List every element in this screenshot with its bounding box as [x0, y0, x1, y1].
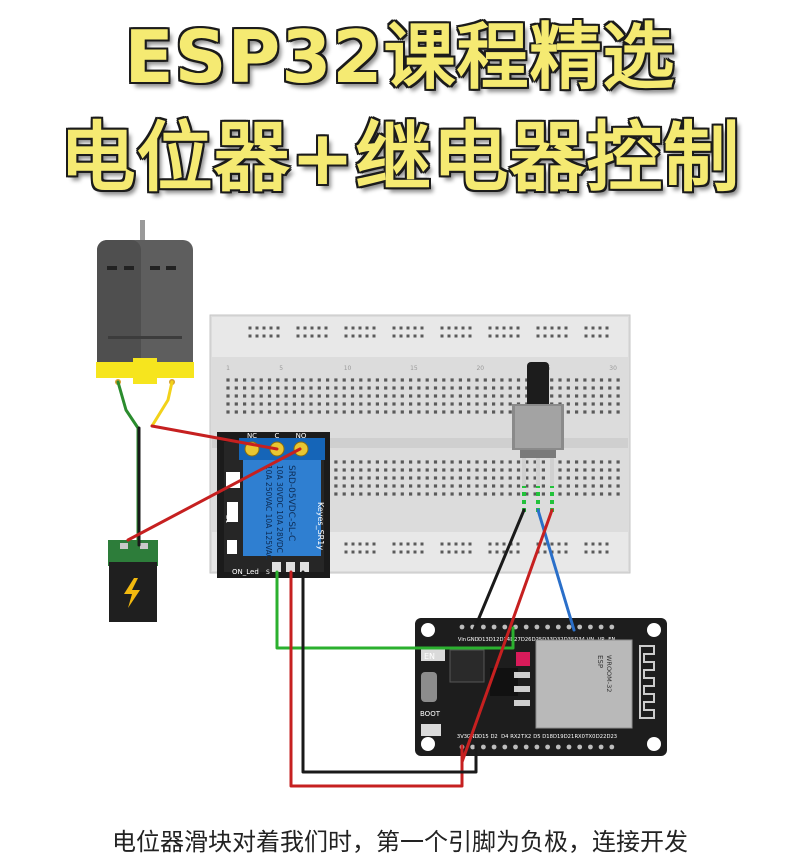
relay-d1-label: D1: [224, 515, 231, 524]
power-jack: [108, 540, 158, 622]
relay-module: NC C NO 10A 250VAC 10A 125VAC 10A 30VDC …: [217, 432, 330, 578]
breadboard-column-number: 15: [410, 365, 418, 372]
wires: [116, 380, 576, 788]
esp32-top-pin-label: D12: [489, 637, 500, 643]
esp32-wroom-module: [535, 639, 633, 729]
esp32-bottom-pins: [459, 744, 615, 750]
wire-relay-vcc: [289, 570, 464, 788]
wire-pot-vcc: [460, 508, 554, 764]
esp32-bottom-pin-label: RX2: [510, 734, 520, 740]
esp32-boot-label: BOOT: [420, 710, 441, 718]
relay-brand: Keyes_SR1y: [316, 502, 325, 550]
relay-terminal-c: C: [275, 432, 280, 440]
relay-pin-s: S: [266, 569, 270, 576]
esp32-bottom-pin-label: D2: [490, 734, 497, 740]
esp32-top-pins: [459, 624, 615, 630]
esp32-top-pin-label: Vin: [458, 637, 466, 643]
breadboard-column-number: 30: [609, 365, 617, 372]
title-line-1: ESP32课程精选: [124, 15, 676, 99]
esp32-module-text-1: ESP: [596, 655, 604, 668]
esp32-top-pin-label: D27: [510, 637, 521, 643]
potentiometer: [512, 362, 564, 486]
esp32-top-pin-label: GND: [467, 637, 479, 643]
esp32-bottom-pin-label: D22: [596, 734, 607, 740]
wire-pot-gnd: [472, 508, 526, 632]
dc-motor: [96, 220, 194, 385]
antenna-trace: [639, 645, 655, 719]
esp32-bottom-pin-label: D5: [533, 734, 540, 740]
esp32-bottom-pin-label: GND: [467, 734, 479, 740]
esp32-bottom-pin-label: TX0: [584, 734, 595, 740]
relay-terminal-nc: NC: [247, 432, 257, 440]
relay-terminal-no: NO: [296, 432, 307, 440]
wire-jack-to-relay: [126, 447, 302, 542]
lightning-icon: [124, 578, 140, 608]
breadboard-column-number: 10: [344, 365, 352, 372]
relay-model: SRD-05VDC-SL-C: [286, 465, 296, 541]
breadboard-column-number: 5: [279, 365, 283, 372]
relay-led-label: ON_Led: [232, 568, 259, 576]
esp32-board: VinGNDD13D12D14D27D26D25D33D32D35D34VNVP…: [415, 618, 667, 756]
esp32-top-pin-label: D13: [478, 637, 489, 643]
esp32-bottom-pin-label: D15: [478, 734, 489, 740]
wire-relay-signal: [275, 570, 515, 650]
wire-relay-gnd: [301, 570, 478, 774]
esp32-top-pin-label: D26: [521, 637, 532, 643]
esp32-en-label: EN: [424, 652, 435, 661]
caption: 电位器滑块对着我们时，第一个引脚为负极，连接开发: [112, 828, 688, 856]
wire-motor-green: [116, 380, 140, 542]
wire-motor-yellow: [150, 380, 174, 428]
esp32-bottom-pin-label: D23: [606, 734, 617, 740]
breadboard-column-number: 20: [476, 365, 484, 372]
title-line-2: 电位器+继电器控制: [59, 113, 741, 202]
esp32-bottom-pin-label: D21: [564, 734, 575, 740]
wire-motor-to-relay: [150, 424, 279, 451]
esp32-bottom-pin-label: D18: [542, 734, 553, 740]
wiring-diagram: 151015202530 NC C NO 10A 25: [96, 220, 667, 788]
esp32-bottom-pin-label: RX0: [574, 734, 584, 740]
relay-cube: [243, 442, 321, 556]
relay-spec-1: 10A 250VAC 10A 125VAC: [264, 465, 273, 560]
esp32-bottom-pin-label: TX2: [520, 734, 531, 740]
esp32-module-text-2: WROOM-32: [605, 655, 613, 692]
esp32-bottom-pin-label: D19: [553, 734, 564, 740]
relay-spec-2: 10A 30VDC 10A 28VDC: [275, 465, 284, 553]
esp32-bottom-pin-label: 3V3: [457, 734, 467, 740]
esp32-bottom-pin-label: D4: [501, 734, 509, 740]
breadboard-column-number: 1: [226, 365, 230, 372]
